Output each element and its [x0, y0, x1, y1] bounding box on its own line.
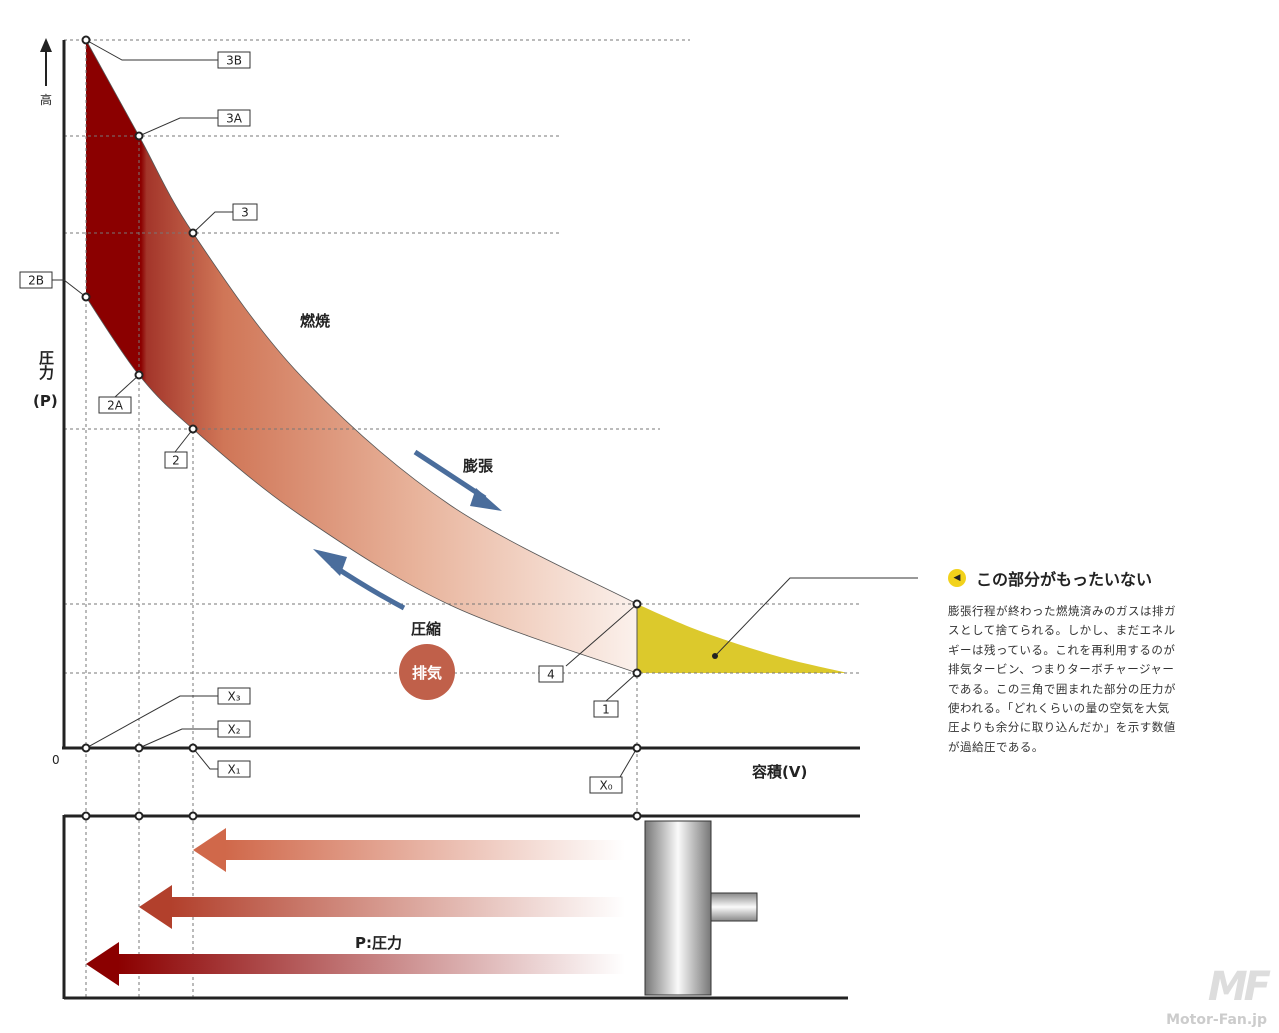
- point-marker: [188, 743, 198, 753]
- note-body: 膨張行程が終わった燃焼済みのガスは排ガスとして捨てられる。しかし、まだエネルギー…: [948, 604, 1176, 754]
- compression-label: 圧縮: [411, 620, 441, 638]
- piston: [644, 820, 712, 996]
- expansion-arrow: [413, 449, 502, 511]
- leader-lines: [52, 39, 918, 778]
- label-text: 2A: [107, 399, 124, 413]
- point-marker: [134, 743, 144, 753]
- point-marker: [188, 424, 198, 434]
- note-title: この部分がもったいない: [976, 570, 1153, 589]
- y-axis-label: 圧力: [37, 350, 55, 381]
- label-p2A: 2A: [98, 396, 132, 414]
- label-text: 1: [602, 703, 610, 717]
- label-p2: 2: [164, 451, 188, 469]
- label-p3B: 3B: [217, 51, 251, 69]
- x-axis-label: 容積(V): [751, 763, 807, 781]
- label-p3A: 3A: [217, 109, 251, 127]
- label-x1: X₁: [217, 760, 251, 778]
- pressure-arrow-3: [86, 942, 625, 986]
- label-text: 2: [172, 454, 180, 468]
- y-axis-unit: (P): [33, 392, 58, 410]
- point-marker: [81, 811, 91, 821]
- piston-rod: [710, 892, 758, 922]
- point-marker: [81, 35, 91, 45]
- point-marker: [188, 811, 198, 821]
- compression-arrow: [313, 549, 406, 611]
- point-marker: [134, 811, 144, 821]
- y-high-label: 高: [40, 92, 52, 107]
- label-x2: X₂: [217, 720, 251, 738]
- point-marker: [632, 811, 642, 821]
- label-text: 3: [241, 206, 249, 220]
- label-text: X₃: [227, 690, 240, 704]
- point-marker: [632, 743, 642, 753]
- label-text: 4: [547, 668, 555, 682]
- note-callout: ◀ この部分がもったいない 膨張行程が終わった燃焼済みのガスは排ガスとして捨てられ…: [948, 566, 1178, 757]
- label-text: 3A: [226, 112, 243, 126]
- label-text: X₁: [227, 763, 240, 777]
- label-x0: X₀: [589, 776, 623, 794]
- pressure-arrow-2: [139, 885, 625, 929]
- label-p1: 1: [593, 700, 619, 718]
- point-marker: [134, 131, 144, 141]
- label-p2B: 2B: [19, 271, 53, 289]
- label-p3: 3: [232, 203, 258, 221]
- label-text: X₀: [599, 779, 612, 793]
- label-text: X₂: [227, 723, 240, 737]
- point-marker: [134, 370, 144, 380]
- guide-lines: [64, 39, 860, 1000]
- pressure-label: P:圧力: [355, 934, 402, 952]
- motor-fan-logo: MF Motor-Fan.jp: [1166, 963, 1271, 1029]
- y-high-arrow: [40, 38, 52, 86]
- point-marker: [81, 743, 91, 753]
- point-marker: [632, 599, 642, 609]
- point-marker: [81, 292, 91, 302]
- label-text: 2B: [28, 274, 44, 288]
- pressure-arrow-1: [193, 828, 625, 872]
- exhaust-badge: 排気: [399, 644, 455, 700]
- label-text: 3B: [226, 54, 242, 68]
- cycle-area: [86, 40, 637, 673]
- triangle-left-icon: ◀: [948, 569, 966, 587]
- point-marker: [188, 228, 198, 238]
- label-p4: 4: [538, 665, 564, 683]
- svg-text:排気: 排気: [412, 664, 442, 682]
- origin-label: 0: [52, 753, 60, 767]
- logo-text: Motor-Fan.jp: [1166, 1012, 1267, 1028]
- combustion-label: 燃焼: [300, 312, 330, 330]
- point-marker: [632, 668, 642, 678]
- logo-mark: MF: [1207, 964, 1271, 1010]
- label-x3: X₃: [217, 687, 251, 705]
- expansion-label: 膨張: [463, 457, 494, 475]
- wasted-energy-triangle: [637, 604, 848, 673]
